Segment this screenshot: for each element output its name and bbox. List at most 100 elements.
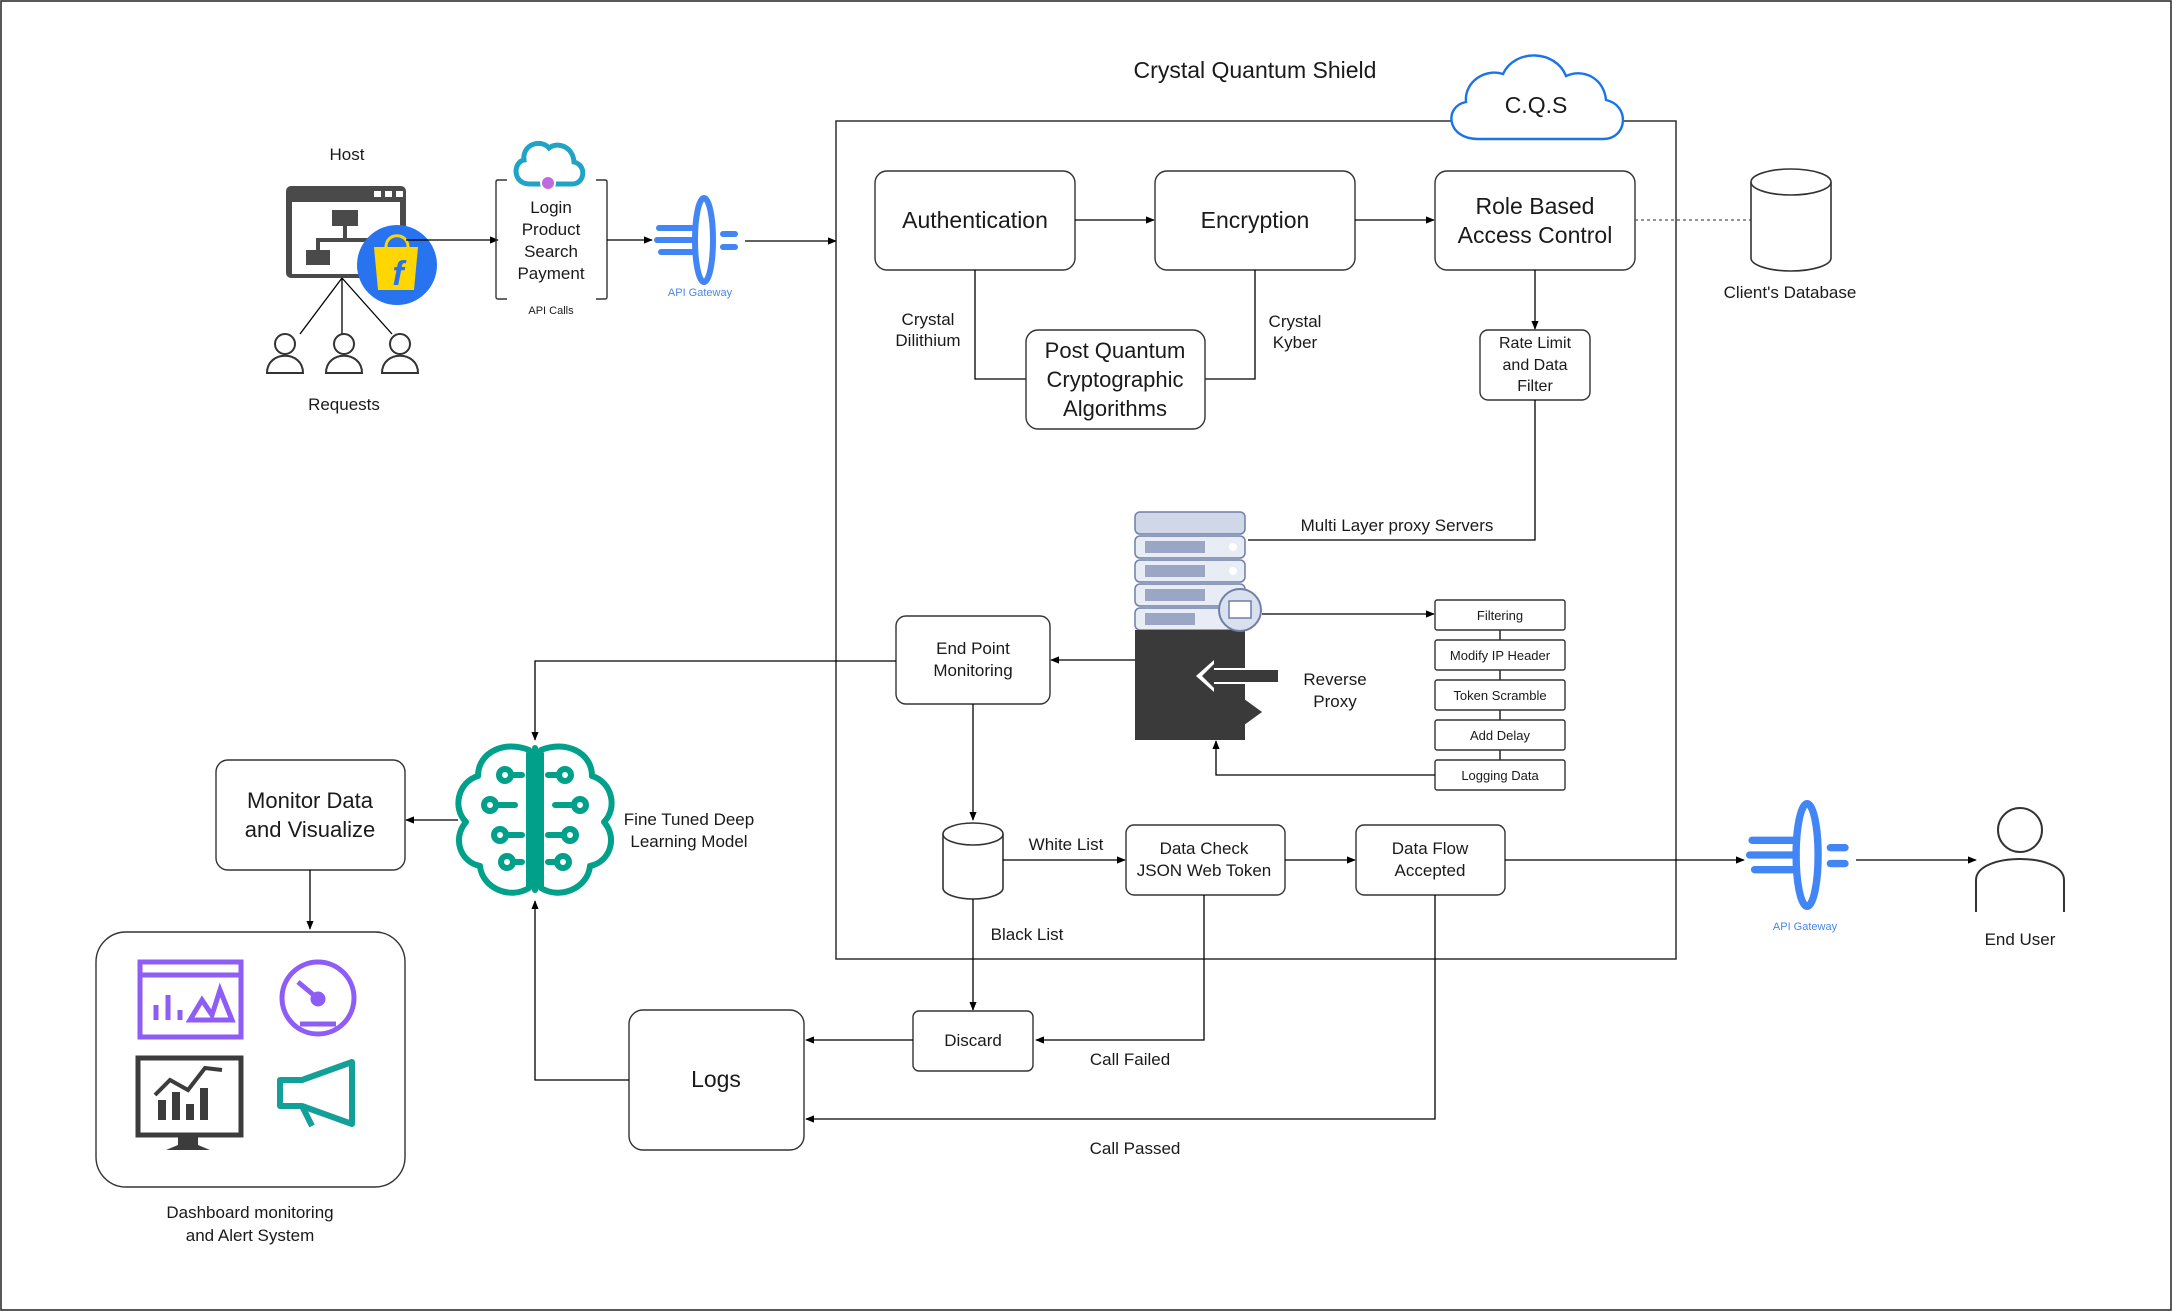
monitor-chart-icon [135, 1055, 244, 1150]
rate-limit-line2: and Data [1503, 357, 1568, 374]
user-icon [265, 333, 305, 374]
call-failed-label: Call Failed [1090, 1050, 1170, 1069]
data-check-box: Data Check JSON Web Token [1125, 824, 1286, 896]
end-user-icon [1975, 807, 2065, 912]
reverse-proxy-line1: Reverse [1303, 670, 1366, 689]
proxy-step-filtering-label: Filtering [1477, 608, 1523, 623]
proxy-step-token-scramble: Token Scramble [1434, 679, 1566, 711]
monitor-data-box: Monitor Data and Visualize [215, 759, 406, 871]
dashboard-label-line1: Dashboard monitoring [166, 1203, 333, 1222]
data-check-line2: JSON Web Token [1137, 861, 1272, 880]
cqs-boundary [835, 120, 1677, 960]
api-gateway-icon [654, 198, 738, 282]
api-call-login: Login [530, 198, 572, 217]
clients-database-label: Client's Database [1724, 283, 1857, 302]
requests-label: Requests [308, 395, 380, 414]
proxy-step-add-delay: Add Delay [1434, 719, 1566, 751]
api-calls-box: Login Product Search Payment [495, 179, 608, 300]
authentication-label: Authentication [902, 207, 1048, 233]
edge-rate-limit-to-proxy [1248, 400, 1536, 541]
megaphone-alert-icon [277, 1059, 355, 1128]
edge-dataflow-to-logs [805, 895, 1436, 1123]
host-label: Host [330, 145, 365, 164]
flipkart-glyph: f [392, 255, 407, 293]
edge-logs-to-model [531, 900, 629, 1081]
api-gateway-output-icon [1746, 804, 1849, 907]
data-flow-box: Data Flow Accepted [1355, 824, 1506, 896]
dilithium-label-line2: Dilithium [895, 331, 960, 350]
cloud-ai-icon [513, 140, 586, 191]
diagram-title: Crystal Quantum Shield [1134, 57, 1377, 83]
edge-endpoint-to-model [531, 660, 896, 741]
pqc-label-line1: Post Quantum [1045, 338, 1186, 363]
rate-limit-box: Rate Limit and Data Filter [1479, 329, 1591, 401]
proxy-step-modify-ip-header: Modify IP Header [1434, 639, 1566, 671]
discard-box: Discard [912, 1010, 1034, 1072]
edge-auth-to-pqc [974, 270, 1026, 380]
data-flow-line1: Data Flow [1392, 839, 1469, 858]
encryption-label: Encryption [1201, 207, 1310, 233]
call-passed-label: Call Passed [1090, 1139, 1181, 1158]
pqc-label-line3: Algorithms [1063, 396, 1167, 421]
data-check-line1: Data Check [1160, 839, 1249, 858]
api-calls-caption: API Calls [528, 305, 574, 317]
endpoint-line1: End Point [936, 639, 1010, 658]
model-label-line1: Fine Tuned Deep [624, 810, 754, 829]
black-list-label: Black List [991, 925, 1064, 944]
logs-box: Logs [628, 1009, 805, 1151]
kyber-label-line2: Kyber [1273, 333, 1318, 352]
white-list-label: White List [1029, 835, 1104, 854]
cqs-cloud-label: C.Q.S [1505, 92, 1568, 118]
model-label-line2: Learning Model [630, 832, 747, 851]
dilithium-label-line1: Crystal [902, 310, 955, 329]
end-user-label: End User [1985, 930, 2056, 949]
proxy-step-logging-data: Logging Data [1434, 759, 1566, 791]
api-call-product: Product [522, 220, 581, 239]
clients-database-icon [1750, 168, 1832, 272]
edge-logging-to-reverse-proxy [1212, 740, 1435, 776]
analytics-window-icon [137, 959, 244, 1040]
monitor-line2: and Visualize [245, 817, 375, 842]
api-gateway-output-label: API Gateway [1773, 921, 1838, 933]
reverse-proxy-line2: Proxy [1313, 692, 1357, 711]
rate-limit-line1: Rate Limit [1499, 335, 1572, 352]
pqc-box: Post Quantum Cryptographic Algorithms [1025, 329, 1206, 430]
dashboard-box [95, 931, 406, 1188]
edge-encryption-to-pqc [1205, 270, 1256, 380]
kyber-label-line1: Crystal [1269, 312, 1322, 331]
proxy-step-add-delay-label: Add Delay [1470, 728, 1530, 743]
list-database-icon [942, 822, 1004, 900]
user-icon [380, 333, 420, 374]
cqs-cloud-icon: C.Q.S [1450, 54, 1625, 141]
proxy-step-filtering: Filtering [1434, 599, 1566, 631]
api-call-search: Search [524, 242, 578, 261]
multi-layer-proxy-label: Multi Layer proxy Servers [1301, 516, 1494, 535]
rbac-box: Role Based Access Control [1434, 170, 1636, 271]
data-flow-line2: Accepted [1395, 861, 1466, 880]
authentication-box: Authentication [874, 170, 1076, 271]
rbac-label-line2: Access Control [1458, 222, 1613, 248]
proxy-step-modify-ip-label: Modify IP Header [1450, 648, 1551, 663]
pqc-label-line2: Cryptographic [1047, 367, 1184, 392]
user-icons [265, 277, 420, 374]
proxy-server-icon [1134, 511, 1280, 740]
proxy-step-token-scramble-label: Token Scramble [1453, 688, 1546, 703]
gauge-icon [279, 959, 357, 1037]
endpoint-monitoring-box: End Point Monitoring [895, 615, 1051, 705]
encryption-box: Encryption [1154, 170, 1356, 271]
proxy-step-logging-data-label: Logging Data [1461, 768, 1539, 783]
api-gateway-label: API Gateway [668, 287, 733, 299]
brain-model-icon [455, 743, 615, 896]
monitor-line1: Monitor Data [247, 788, 374, 813]
rbac-label-line1: Role Based [1476, 193, 1595, 219]
api-call-payment: Payment [517, 264, 584, 283]
user-icon [324, 333, 364, 374]
edge-datacheck-to-discard [1035, 895, 1205, 1044]
logs-label: Logs [691, 1066, 741, 1092]
rate-limit-line3: Filter [1517, 378, 1553, 395]
flipkart-logo-icon: f [357, 225, 437, 305]
endpoint-line2: Monitoring [933, 661, 1012, 680]
discard-label: Discard [944, 1031, 1002, 1050]
